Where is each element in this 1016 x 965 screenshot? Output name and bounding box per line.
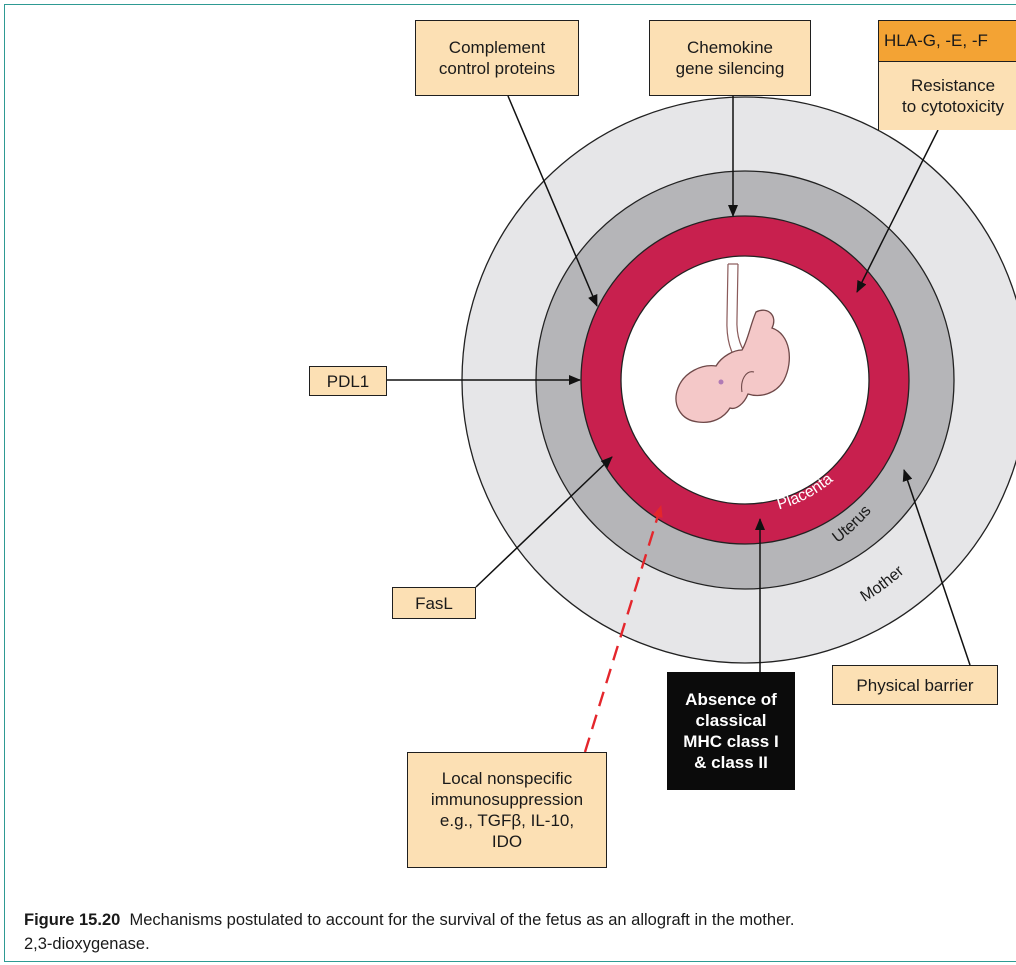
fetus-body: [675, 309, 790, 424]
caption-text: Mechanisms postulated to account for the…: [129, 911, 795, 929]
label-hla-header: HLA-G, -E, -F: [879, 21, 1016, 62]
label-hla-resistance: HLA-G, -E, -F Resistance to cytotoxicity: [878, 20, 1016, 130]
label-chemokine-gene-silencing: Chemokine gene silencing: [649, 20, 811, 96]
arrow-physical: [902, 469, 971, 666]
label-fasl: FasL: [392, 587, 476, 619]
arrow-fasl: [475, 456, 613, 588]
figure-frame: [4, 4, 1016, 962]
figure-caption: Figure 15.20 Mechanisms postulated to ac…: [24, 908, 1016, 956]
label-complement-control-proteins: Complement control proteins: [415, 20, 579, 96]
arrow-hla: [856, 129, 939, 293]
caption-continuation: 2,3-dioxygenase.: [24, 935, 150, 953]
fetus-eye: [718, 379, 724, 385]
arrow-local-immunosuppression: [583, 505, 663, 753]
arrow-complement: [507, 95, 598, 307]
label-pdl1: PDL1: [309, 366, 387, 396]
fetus-illustration: [675, 263, 790, 424]
label-resistance-cytotoxicity: Resistance to cytotoxicity: [879, 62, 1016, 130]
label-physical-barrier: Physical barrier: [832, 665, 998, 705]
label-local-immunosuppression: Local nonspecific immunosuppression e.g.…: [407, 752, 607, 868]
label-absence-mhc: Absence of classical MHC class I & class…: [667, 672, 795, 790]
caption-number: Figure 15.20: [24, 911, 121, 929]
